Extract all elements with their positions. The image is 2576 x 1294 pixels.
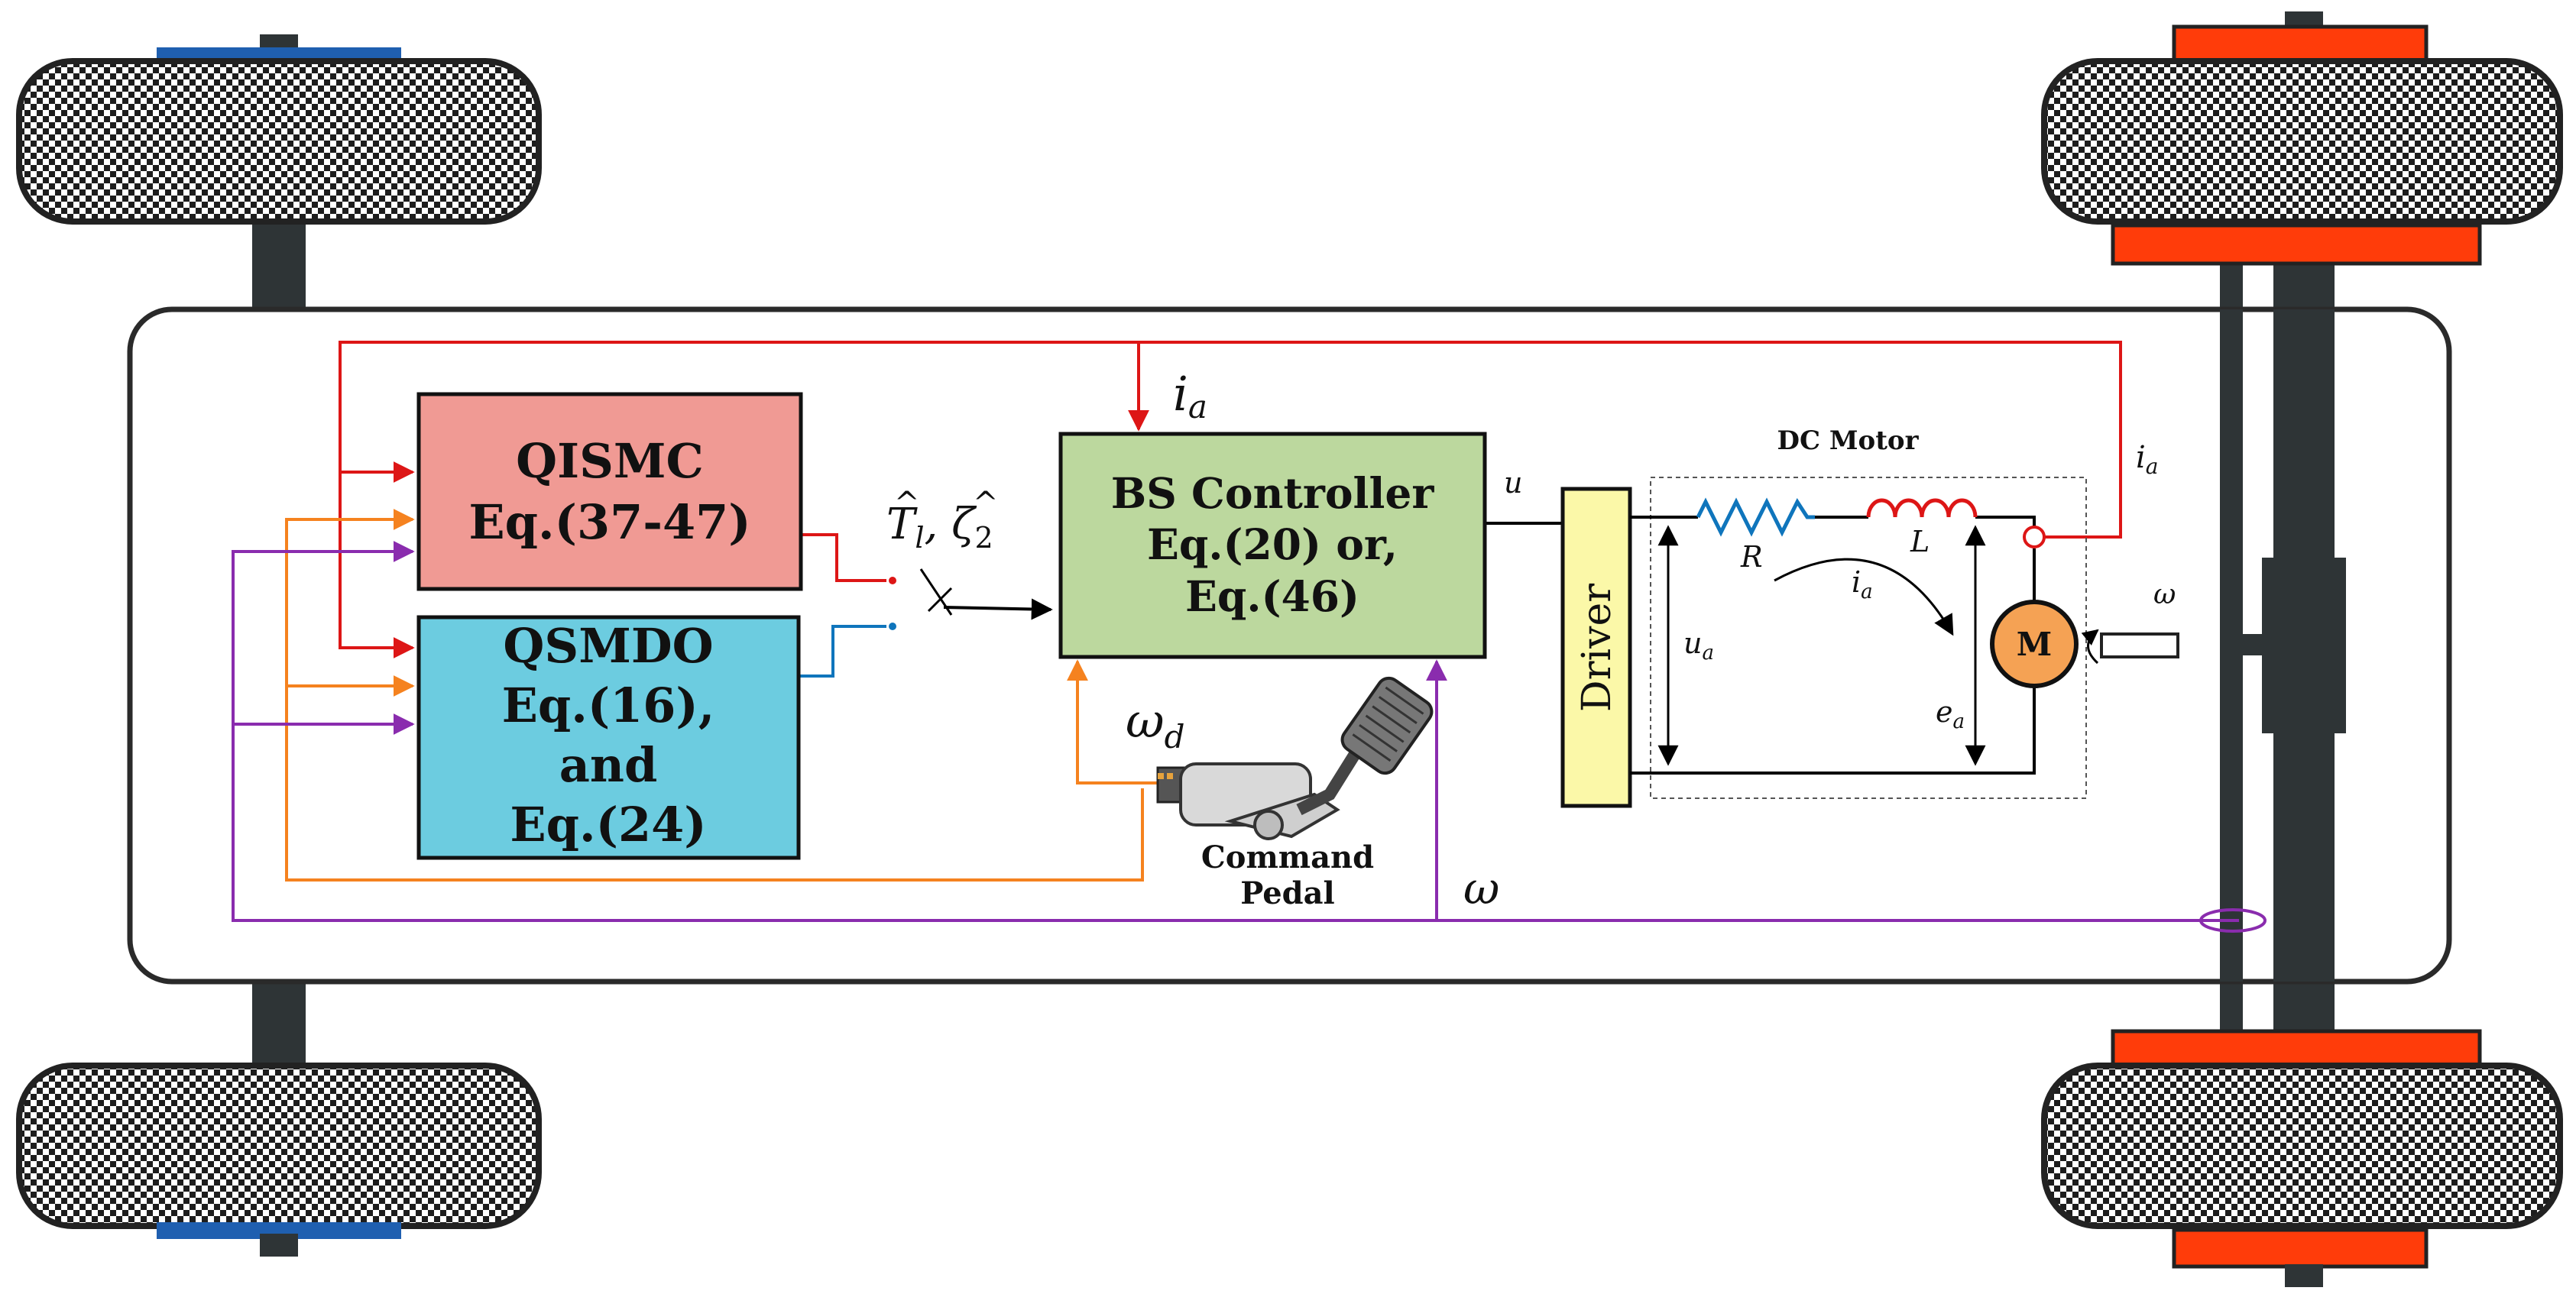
right-front-wheel [2041, 58, 2563, 225]
motor-symbol: M [2017, 626, 2053, 663]
left-rear-wheel-hub [260, 1234, 298, 1257]
control-signal-label: u [1504, 466, 1522, 500]
current-loop-arrow [1774, 558, 1954, 636]
right-rear-wheel [2041, 1063, 2563, 1229]
estimate-label: Tl, ζ2 ^ ^ [886, 486, 999, 555]
right-drive-shaft-over [2220, 309, 2243, 982]
inner-current-label: ia [1852, 565, 1873, 603]
motor-icon [1990, 600, 2079, 688]
right-rear-wheel-hub [2285, 1264, 2323, 1287]
driver-block: Driver [1560, 487, 1632, 808]
dc-motor-title: DC Motor [1777, 425, 1920, 456]
bs-equation-2: Eq.(46) [1185, 571, 1359, 621]
zeta-hat: ^ [973, 486, 999, 521]
right-front-wheel-bottom-band [2111, 223, 2482, 266]
speed-feedback-label: ω [1463, 862, 1499, 914]
shaft-rotation-arrow [2081, 629, 2099, 665]
bs-equation-1: Eq.(20) or, [1147, 519, 1398, 569]
bs-controller-block: BS Controller Eq.(20) or, Eq.(46) [1058, 432, 1487, 659]
red-contact-dot [889, 577, 896, 584]
right-rear-wheel-bottom-band [2172, 1228, 2429, 1269]
red-current-feedback [339, 341, 2122, 658]
qsmdo-eq1: Eq.(16), [502, 678, 715, 733]
blue-observer-output [799, 625, 886, 678]
qsmdo-title: QSMDO [503, 618, 713, 674]
right-current-label: ia [2136, 440, 2159, 479]
back-emf-label: ea [1936, 695, 1965, 733]
qismc-block: QISMC Eq.(37-47) [416, 392, 803, 591]
pedal-label-2: Pedal [1240, 875, 1335, 911]
inductor-icon [1866, 498, 1978, 518]
purple-speed-feedback [232, 541, 2239, 922]
bs-title: BS Controller [1111, 468, 1435, 518]
qismc-equation: Eq.(37-47) [468, 494, 750, 550]
command-pedal-icon [1156, 676, 1434, 840]
shaft-speed-label: ω [2153, 579, 2176, 610]
pedal-label-1: Command [1201, 839, 1374, 875]
motor-output-shaft-over [2243, 634, 2273, 655]
left-rear-wheel [16, 1063, 542, 1229]
current-sensor-ring [2023, 526, 2046, 548]
left-rear-wheel-rim [157, 1222, 401, 1239]
right-axle-hub-over [2262, 558, 2346, 733]
resistor-icon [1696, 497, 1815, 537]
qsmdo-and: and [559, 737, 658, 793]
inductor-label: L [1910, 525, 1930, 558]
blue-contact-dot [889, 623, 896, 630]
right-front-wheel-top-band [2172, 24, 2429, 66]
svg-text:Tl, ζ2: Tl, ζ2 [886, 500, 993, 555]
dc-motor-circuit: DC Motor R L M ia ua ea [1630, 425, 2087, 799]
speed-reference-label: ωd [1126, 693, 1184, 755]
torque-hat: ^ [894, 486, 920, 521]
estimate-switch [919, 568, 1053, 620]
speed-sensor-ring [2199, 908, 2267, 933]
qsmdo-block: QSMDO Eq.(16), and Eq.(24) [416, 615, 801, 860]
armature-voltage-label: ua [1683, 626, 1714, 665]
orange-speed-reference [285, 509, 1169, 882]
motor-shaft-coupling [2100, 632, 2179, 658]
left-front-wheel [16, 58, 542, 225]
driver-label: Driver [1574, 584, 1620, 712]
resistor-label: R [1740, 540, 1763, 574]
current-label-top: ia [1173, 366, 1207, 425]
qsmdo-eq2: Eq.(24) [510, 797, 706, 852]
qismc-title: QISMC [516, 433, 704, 489]
